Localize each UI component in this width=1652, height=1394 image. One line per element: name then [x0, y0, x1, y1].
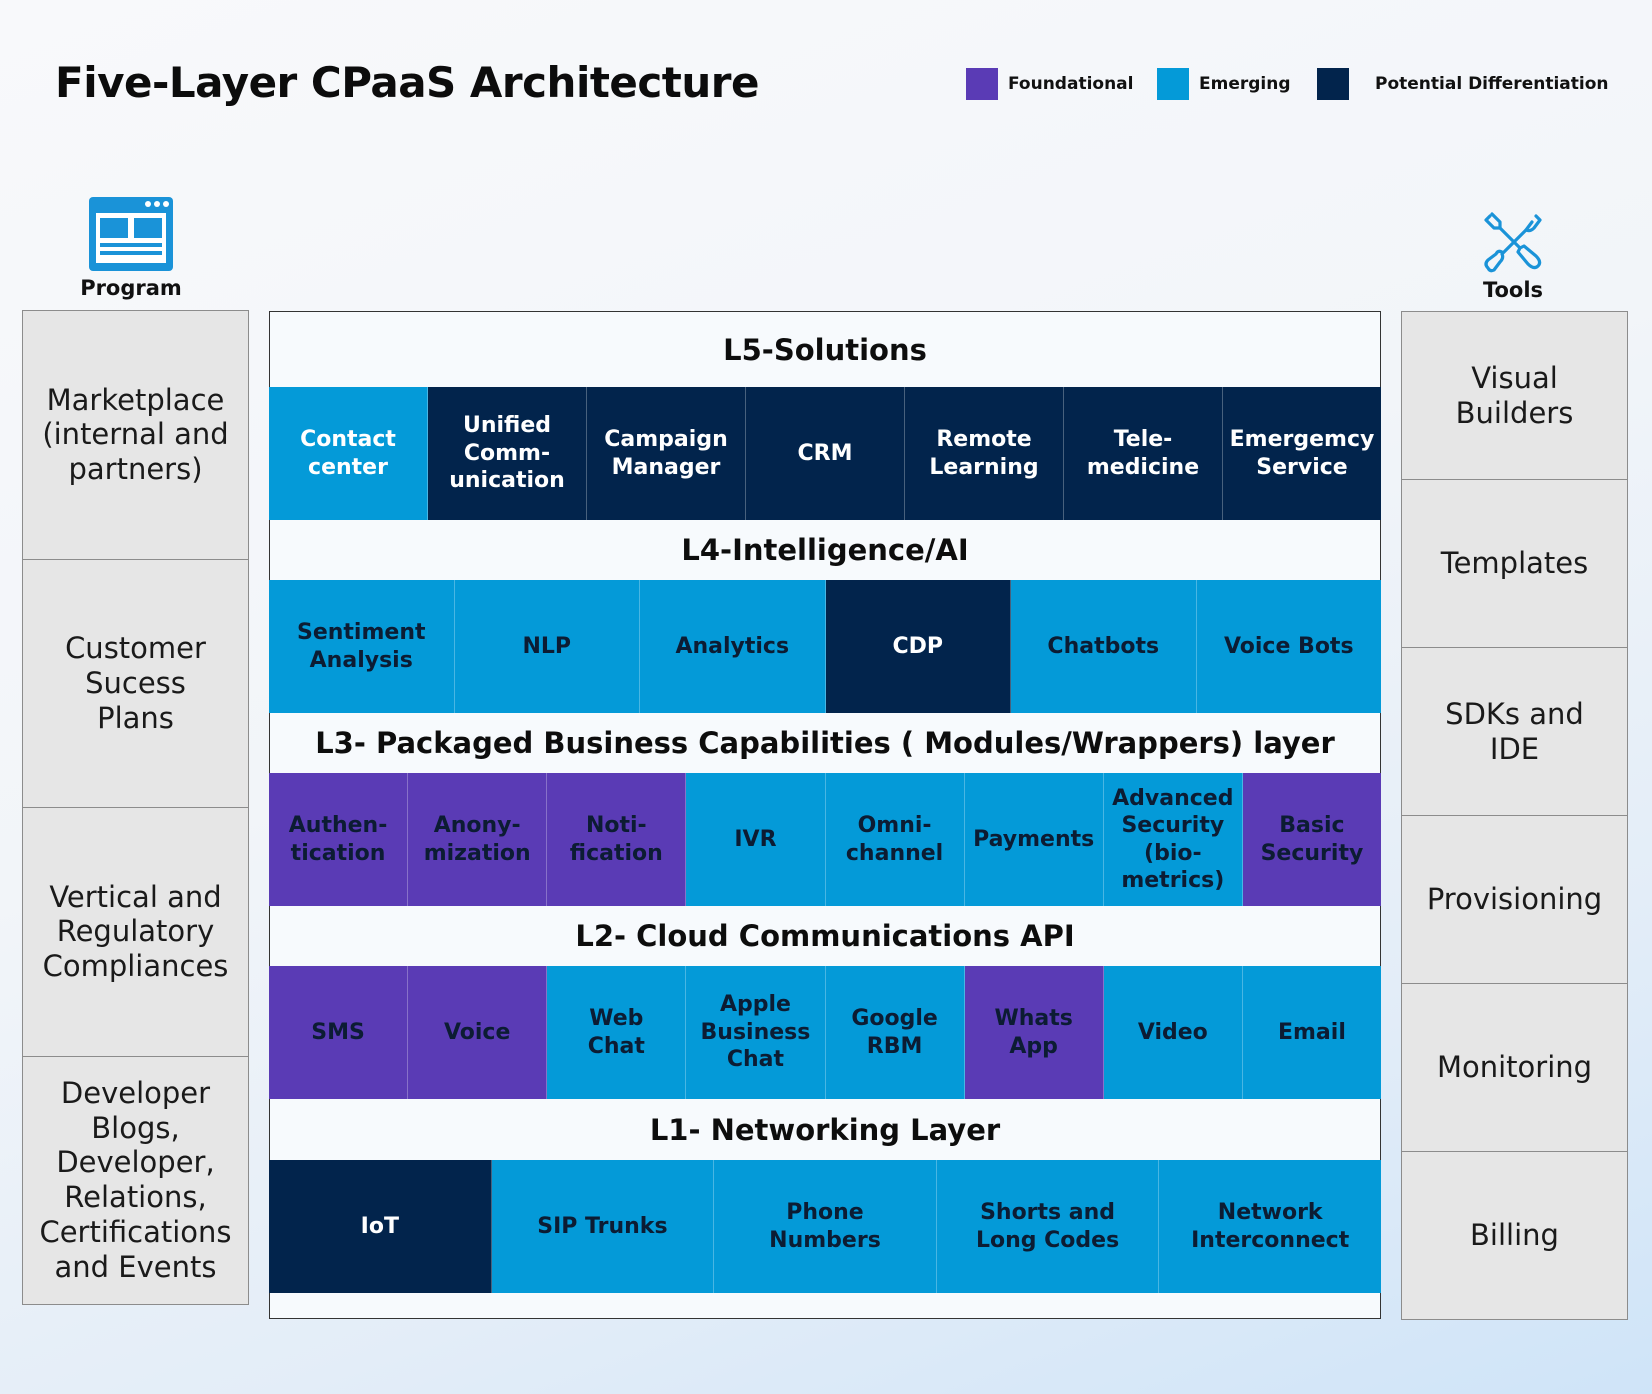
layer-cell: Payments	[964, 773, 1104, 906]
tools-item: Templates	[1401, 479, 1628, 648]
layer-title-l2: L2- Cloud Communications API	[575, 919, 1075, 953]
layer-cell: Emergemcy Service	[1223, 387, 1381, 520]
browser-window-icon	[89, 197, 173, 271]
layer-cell: Email	[1242, 966, 1381, 1099]
layer-cell: Chatbots	[1011, 580, 1197, 713]
layer-cell: NLP	[454, 580, 640, 713]
layer-cell: Remote Learning	[905, 387, 1064, 520]
legend-item-emerging: Emerging	[1157, 68, 1291, 100]
layer-cell: Omni- channel	[825, 773, 965, 906]
layer-cell: Whats App	[964, 966, 1104, 1099]
legend-swatch-foundational	[966, 68, 998, 100]
layer-cell: CDP	[825, 580, 1011, 713]
tools-item: Monitoring	[1401, 983, 1628, 1152]
layer-cell: Unified Comm- unication	[428, 387, 587, 520]
program-item: Marketplace (internal and partners)	[22, 310, 249, 560]
program-item: Customer Sucess Plans	[22, 558, 249, 808]
program-item: Vertical and Regulatory Compliances	[22, 807, 249, 1057]
layer-cell: Tele- medicine	[1064, 387, 1223, 520]
tools-label: Tools	[1482, 278, 1544, 302]
tools-item: Provisioning	[1401, 815, 1628, 984]
legend-label-foundational: Foundational	[1008, 74, 1134, 94]
layer-cell: Voice	[408, 966, 548, 1099]
program-item: Developer Blogs, Developer, Relations, C…	[22, 1055, 249, 1305]
program-label: Program	[80, 276, 182, 300]
layer-cell: Voice Bots	[1196, 580, 1381, 713]
legend-item-foundational: Foundational	[966, 68, 1133, 100]
layer-cell: IVR	[686, 773, 826, 906]
layer-title-l1: L1- Networking Layer	[649, 1113, 1001, 1147]
legend-swatch-emerging	[1157, 68, 1189, 100]
legend-swatch-differentiation	[1317, 68, 1349, 100]
tools-item: Billing	[1401, 1151, 1628, 1320]
layer-cell: IoT	[269, 1160, 492, 1293]
page-title: Five-Layer CPaaS Architecture	[55, 58, 759, 107]
layer-cell: Shorts and Long Codes	[936, 1160, 1160, 1293]
tools-item: Visual Builders	[1401, 311, 1628, 480]
layer-cell: SMS	[269, 966, 409, 1099]
layer-title-l3: L3- Packaged Business Capabilities ( Mod…	[315, 726, 1335, 760]
layer-cell: Phone Numbers	[714, 1160, 937, 1293]
layer-cell: Contact center	[269, 387, 428, 520]
layer-cell: Campaign Manager	[587, 387, 746, 520]
tools-wrench-screwdriver-icon	[1484, 212, 1542, 273]
tools-item: SDKs and IDE	[1401, 647, 1628, 816]
layer-cell: Sentiment Analysis	[269, 580, 455, 713]
program-header: Program	[70, 196, 192, 300]
layer-cell: Apple Business Chat	[686, 966, 826, 1099]
layer-cell: Advanced Security (bio- metrics)	[1103, 773, 1243, 906]
layer-title-l4: L4-Intelligence/AI	[681, 533, 969, 567]
legend-item-differentiation: Potential Differentiation	[1317, 68, 1608, 100]
layer-cell: Anony- mization	[408, 773, 548, 906]
layer-cell: Authen- tication	[269, 773, 409, 906]
layer-title-l5: L5-Solutions	[723, 333, 927, 367]
legend-label-emerging: Emerging	[1199, 74, 1291, 94]
layer-cell: Video	[1103, 966, 1243, 1099]
layer-cell: SIP Trunks	[491, 1160, 715, 1293]
layer-cell: Analytics	[640, 580, 826, 713]
layer-cell: Noti- fication	[547, 773, 687, 906]
layer-cell: Network Interconnect	[1159, 1160, 1381, 1293]
program-column: Marketplace (internal and partners)Custo…	[22, 310, 249, 1305]
tools-header: Tools	[1458, 212, 1568, 302]
layer-cell: Web Chat	[547, 966, 687, 1099]
layer-cell: Google RBM	[825, 966, 965, 1099]
layer-cell: CRM	[746, 387, 905, 520]
legend-label-differentiation: Potential Differentiation	[1375, 74, 1609, 94]
layer-cell: Basic Security	[1242, 773, 1381, 906]
